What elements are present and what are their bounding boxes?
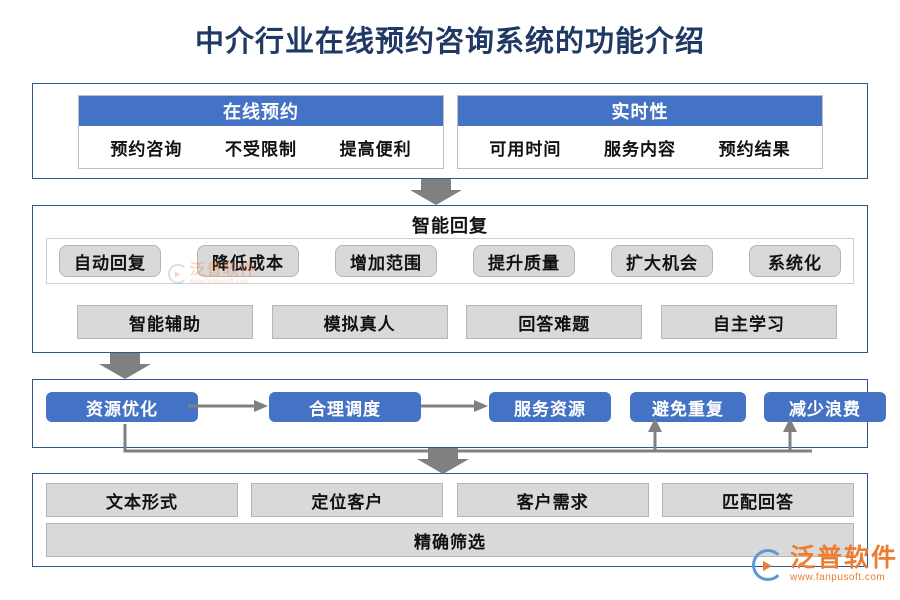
filter-item: 客户需求 — [456, 483, 649, 517]
block-item: 智能辅助 — [77, 305, 253, 339]
smart-reply-pill-row: 自动回复 降低成本 增加范围 提升质量 扩大机会 系统化 — [46, 238, 854, 284]
booking-item-0: 预约咨询 — [110, 139, 183, 159]
watermark-url: www.fanpusoft.com — [189, 278, 249, 285]
smart-reply-title: 智能回复 — [412, 216, 488, 236]
card-online-booking: 在线预约 预约咨询 不受限制 提高便利 — [78, 95, 444, 169]
filter-item: 定位客户 — [251, 483, 444, 517]
watermark-corner: 泛普软件 www.fanpusoft.com — [752, 546, 898, 583]
page-title: 中介行业在线预约咨询系统的功能介绍 — [194, 26, 705, 58]
watermark-name: 泛普软件 — [790, 544, 899, 572]
card-body-online-booking: 预约咨询 不受限制 提高便利 — [79, 126, 443, 168]
block-item: 回答难题 — [466, 305, 643, 339]
watermark-url: www.fanpusoft.com — [790, 572, 886, 583]
arrow-down-booking-to-reply — [410, 179, 462, 205]
card-realtime: 实时性 可用时间 服务内容 预约结果 — [457, 95, 823, 169]
pill-item: 自动回复 — [59, 245, 161, 277]
filter-item: 文本形式 — [46, 483, 238, 517]
watermark-name: 泛普软件 — [189, 260, 257, 279]
pill-item: 增加范围 — [335, 245, 437, 277]
resource-box-schedule: 合理调度 — [269, 392, 421, 422]
card-header-online-booking: 在线预约 — [79, 96, 443, 126]
pill-item: 扩大机会 — [611, 245, 713, 277]
arrow-down-reply-to-resource — [99, 353, 151, 379]
card-body-realtime: 可用时间 服务内容 预约结果 — [458, 126, 822, 168]
resource-box-service: 服务资源 — [489, 392, 611, 422]
filter-row: 文本形式 定位客户 客户需求 匹配回答 — [46, 483, 854, 517]
pill-item: 提升质量 — [473, 245, 575, 277]
booking-item-2: 提高便利 — [339, 139, 412, 159]
realtime-item-1: 服务内容 — [603, 139, 676, 159]
smart-reply-block-row: 智能辅助 模拟真人 回答难题 自主学习 — [77, 304, 837, 340]
realtime-item-0: 可用时间 — [489, 139, 562, 159]
fanpu-logo-icon — [752, 548, 784, 581]
section-filter: 文本形式 定位客户 客户需求 匹配回答 精确筛选 — [32, 473, 868, 567]
realtime-item-2: 预约结果 — [718, 139, 791, 159]
section-booking: 在线预约 预约咨询 不受限制 提高便利 实时性 可用时间 服务内容 预约结果 — [32, 83, 868, 179]
section-smart-reply: 智能回复 自动回复 降低成本 增加范围 提升质量 扩大机会 系统化 智能辅助 模… — [32, 205, 868, 353]
section-resource: 资源优化 合理调度 服务资源 避免重复 减少浪费 — [32, 379, 886, 448]
filter-precise-screening: 精确筛选 — [46, 523, 854, 557]
watermark-center: 泛普软件 www.fanpusoft.com — [168, 262, 257, 285]
resource-box-optimize: 资源优化 — [46, 392, 198, 422]
pill-item: 系统化 — [749, 245, 841, 277]
block-item: 自主学习 — [660, 305, 837, 339]
fanpu-logo-icon — [168, 263, 188, 284]
arrow-down-resource-to-filter — [417, 448, 469, 474]
pill-item: 降低成本 — [197, 245, 299, 277]
filter-item: 匹配回答 — [661, 483, 854, 517]
booking-item-1: 不受限制 — [224, 139, 297, 159]
resource-box-waste: 减少浪费 — [764, 392, 886, 422]
block-item: 模拟真人 — [271, 305, 448, 339]
resource-box-duplicate: 避免重复 — [630, 392, 746, 422]
card-header-realtime: 实时性 — [458, 96, 822, 126]
